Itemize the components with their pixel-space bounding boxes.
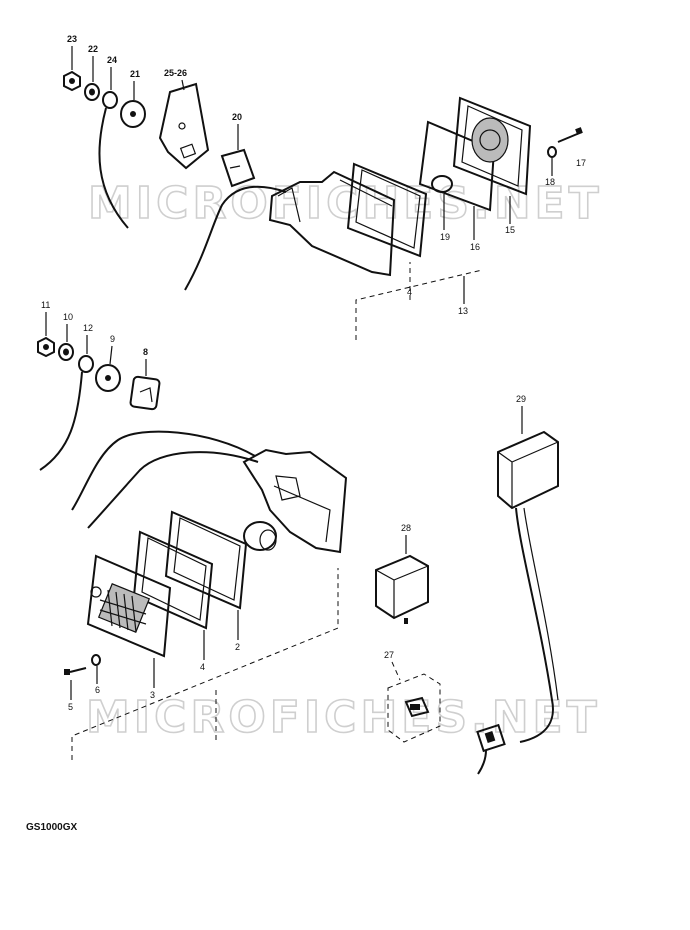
harness-lower-b — [87, 451, 259, 529]
washer-12 — [78, 355, 94, 373]
washer-6 — [91, 654, 101, 666]
bulb-19 — [431, 175, 453, 193]
gasket-4-lower — [132, 530, 214, 630]
housing-upper — [268, 170, 396, 277]
callout-18: 18 — [545, 177, 555, 187]
callout-4-upper: 4 — [407, 287, 412, 297]
callout-28: 28 — [401, 523, 411, 533]
relay-29 — [497, 430, 559, 510]
callout-11: 11 — [41, 300, 50, 310]
gasket-2 — [164, 510, 248, 610]
callout-16: 16 — [470, 242, 480, 252]
screw-5 — [69, 667, 87, 673]
washer-21 — [120, 100, 146, 128]
group-bracket-13 — [355, 269, 483, 340]
callout-15: 15 — [505, 225, 515, 235]
bracket-25-26 — [158, 82, 210, 170]
callout-5: 5 — [68, 702, 73, 712]
grommet-20 — [220, 148, 256, 188]
callout-19: 19 — [440, 232, 450, 242]
harness-upper — [184, 185, 287, 291]
relay-and-harness-group — [375, 430, 559, 775]
relay-27 — [387, 673, 441, 743]
callout-23: 23 — [67, 34, 77, 44]
lens-grid-pattern — [97, 583, 151, 633]
bulb-lower — [243, 521, 277, 551]
washer-9 — [95, 364, 121, 392]
callout-10: 10 — [63, 312, 73, 322]
washer-18 — [547, 146, 557, 158]
callout-9: 9 — [110, 334, 115, 344]
relay-28 — [375, 554, 429, 620]
callout-6: 6 — [95, 685, 100, 695]
lens-15 — [452, 96, 532, 196]
nut-11 — [37, 336, 55, 358]
callout-29: 29 — [516, 394, 526, 404]
callout-27: 27 — [384, 650, 394, 660]
grommet-8 — [129, 375, 161, 411]
callout-25-26: 25-26 — [164, 68, 187, 78]
callout-22: 22 — [88, 44, 98, 54]
lens-3 — [86, 554, 172, 658]
washer-10 — [58, 343, 74, 361]
callout-21: 21 — [130, 69, 140, 79]
model-code-label: GS1000GX — [26, 822, 77, 833]
lower-turn-signal-assembly — [37, 336, 348, 760]
callout-3: 3 — [150, 690, 155, 700]
ground-wire-lower — [39, 371, 83, 471]
washer-22 — [84, 83, 100, 101]
washer-24 — [102, 91, 118, 109]
callout-13: 13 — [458, 306, 468, 316]
nut-23 — [63, 70, 81, 92]
gasket-4-upper — [346, 162, 428, 258]
callout-12: 12 — [83, 323, 93, 333]
watermark-top: MICROFICHES.NET — [88, 178, 603, 229]
relay-harness-29 — [515, 507, 554, 743]
callout-2: 2 — [235, 642, 240, 652]
callout-4-lower: 4 — [200, 662, 205, 672]
callout-8: 8 — [143, 347, 148, 357]
callout-24: 24 — [107, 55, 117, 65]
housing-lower — [242, 448, 348, 554]
callout-20: 20 — [232, 112, 242, 122]
upper-turn-signal-assembly — [63, 70, 583, 340]
callout-17: 17 — [576, 158, 586, 168]
watermark-bottom: MICROFICHES.NET — [86, 692, 601, 743]
connector-29 — [476, 723, 506, 753]
ground-wire-upper — [98, 107, 129, 229]
group-bracket-lower — [71, 568, 339, 760]
harness-lower-a — [71, 430, 256, 511]
